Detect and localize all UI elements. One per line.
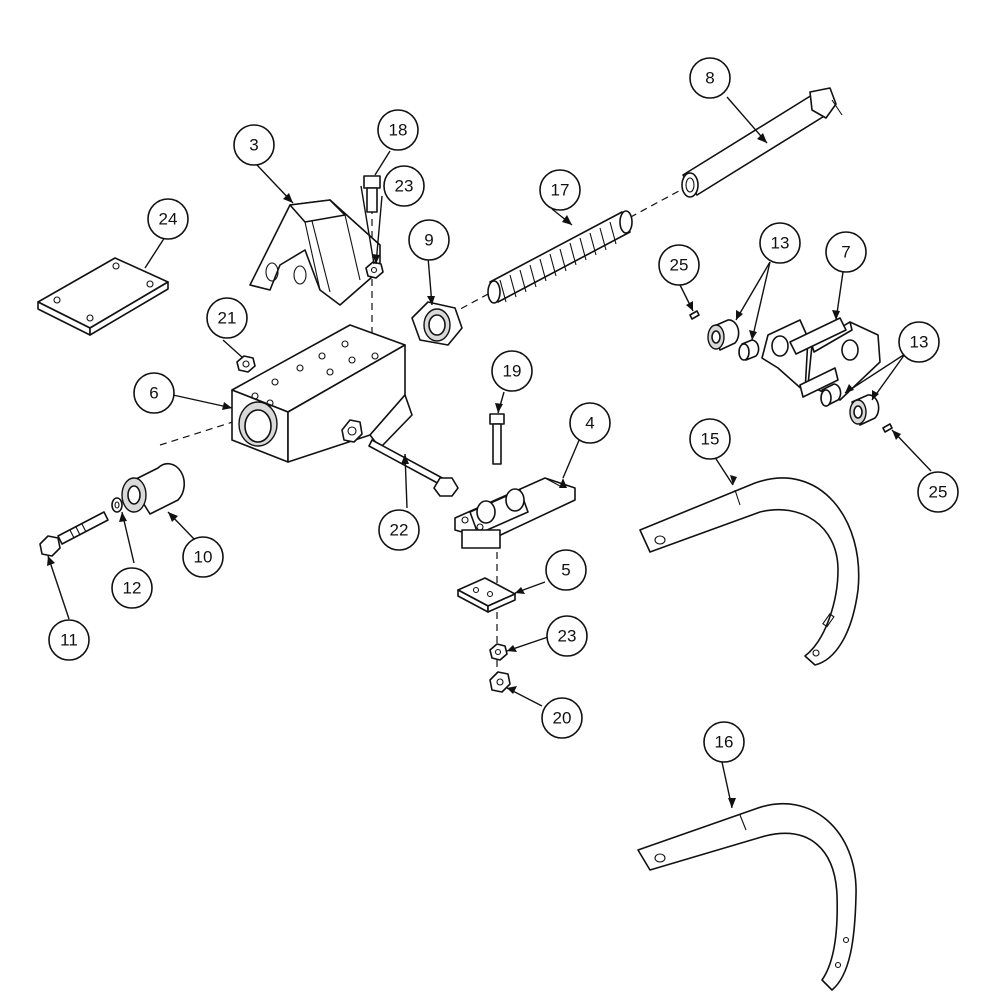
callout-3: 3 bbox=[233, 124, 275, 166]
part-9-flange bbox=[411, 301, 463, 346]
callout-16: 16 bbox=[703, 721, 745, 763]
callout-9-label: 9 bbox=[424, 231, 433, 250]
part-16-tine bbox=[637, 802, 857, 991]
callout-4: 4 bbox=[569, 402, 611, 444]
part-15-tine bbox=[639, 477, 860, 666]
callout-24: 24 bbox=[147, 198, 189, 240]
part-12-washer bbox=[111, 497, 123, 513]
part-7-pivot-bracket bbox=[761, 317, 881, 401]
callout-9: 9 bbox=[408, 219, 450, 261]
part-21-nut bbox=[236, 355, 256, 373]
callout-22-label: 22 bbox=[390, 521, 409, 540]
part-11-bolt bbox=[39, 511, 109, 557]
callout-balloons: 3 4 5 6 7 8 9 10 bbox=[48, 57, 959, 763]
callout-15: 15 bbox=[689, 418, 731, 460]
callout-6: 6 bbox=[133, 372, 175, 414]
callout-20: 20 bbox=[541, 697, 583, 739]
callout-23-lower-label: 23 bbox=[558, 627, 577, 646]
callout-7: 7 bbox=[825, 231, 867, 273]
part-6-housing bbox=[231, 324, 413, 463]
callout-18-label: 18 bbox=[389, 121, 408, 140]
callout-25-right: 25 bbox=[917, 471, 959, 513]
callout-4-label: 4 bbox=[585, 414, 594, 433]
part-18-bolt bbox=[363, 175, 381, 213]
callout-25-left-label: 25 bbox=[670, 256, 689, 275]
callout-23-upper: 23 bbox=[383, 165, 425, 207]
callout-19: 19 bbox=[491, 350, 533, 392]
callout-3-label: 3 bbox=[249, 136, 258, 155]
callout-25-left: 25 bbox=[658, 244, 700, 286]
part-5-plate bbox=[457, 577, 516, 613]
callout-23-upper-label: 23 bbox=[395, 177, 414, 196]
callout-16-label: 16 bbox=[715, 733, 734, 752]
part-13-bushings-right bbox=[820, 383, 880, 426]
part-17-spring bbox=[487, 210, 633, 304]
callout-7-label: 7 bbox=[841, 243, 850, 262]
callout-17-label: 17 bbox=[551, 181, 570, 200]
callout-24-label: 24 bbox=[159, 210, 178, 229]
callout-25-right-label: 25 bbox=[929, 483, 948, 502]
leader-arrowheads bbox=[47, 133, 901, 808]
callout-13-left-label: 13 bbox=[771, 234, 790, 253]
part-25-set-screws bbox=[689, 310, 893, 433]
callout-21-label: 21 bbox=[218, 309, 237, 328]
callout-10-label: 10 bbox=[194, 548, 213, 567]
part-23-nut-lower bbox=[489, 643, 508, 661]
callout-19-label: 19 bbox=[503, 362, 522, 381]
callout-23-lower: 23 bbox=[546, 615, 588, 657]
callout-13-left: 13 bbox=[759, 222, 801, 264]
callout-22: 22 bbox=[378, 509, 420, 551]
callout-13-right: 13 bbox=[898, 321, 940, 363]
callout-12-label: 12 bbox=[123, 579, 142, 598]
part-10-roller bbox=[121, 462, 186, 515]
part-4-hinge bbox=[454, 477, 576, 549]
callout-10: 10 bbox=[182, 536, 224, 578]
callout-11: 11 bbox=[48, 619, 90, 661]
callout-6-label: 6 bbox=[149, 384, 158, 403]
part-8-tube bbox=[681, 87, 843, 198]
callout-13-right-label: 13 bbox=[910, 333, 929, 352]
part-24-plate bbox=[37, 257, 169, 336]
callout-17: 17 bbox=[539, 169, 581, 211]
callout-15-label: 15 bbox=[701, 430, 720, 449]
callout-5: 5 bbox=[545, 549, 587, 591]
callout-8: 8 bbox=[689, 57, 731, 99]
callout-12: 12 bbox=[111, 567, 153, 609]
part-20-locknut bbox=[489, 671, 511, 693]
part-19-bolt bbox=[489, 413, 505, 465]
callout-8-label: 8 bbox=[705, 69, 714, 88]
callout-5-label: 5 bbox=[561, 561, 570, 580]
part-3-bracket bbox=[249, 199, 381, 306]
part-13-bushings-left bbox=[707, 319, 760, 361]
callout-11-label: 11 bbox=[60, 631, 78, 650]
callout-20-label: 20 bbox=[553, 709, 572, 728]
callout-18: 18 bbox=[377, 109, 419, 151]
part-22-bolt bbox=[368, 439, 459, 497]
callout-21: 21 bbox=[206, 297, 248, 339]
